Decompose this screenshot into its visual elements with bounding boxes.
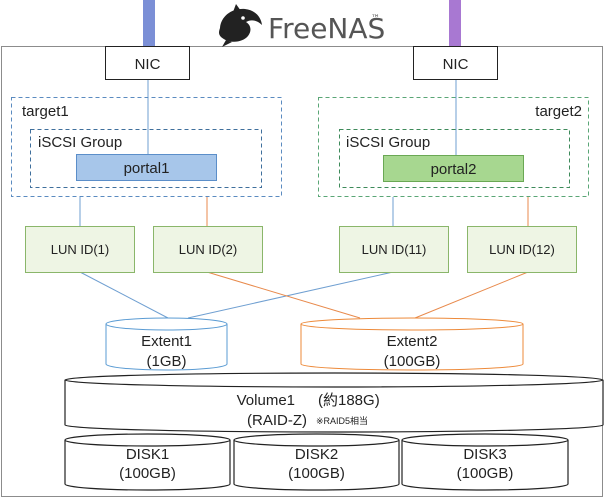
freenas-logo: FreeNAS ™: [219, 4, 385, 47]
portal1-label: portal1: [124, 160, 170, 177]
link-lun11-extent1: [187, 271, 394, 319]
nic1-box: NIC: [105, 46, 190, 80]
target2-box: target2 iSCSI Group portal2: [318, 97, 589, 197]
link-lun2-extent2: [206, 271, 361, 319]
target1-box: target1 iSCSI Group portal1: [11, 97, 282, 197]
target1-iscsi-group: iSCSI Group: [30, 129, 262, 188]
lun-box: LUN ID(11): [339, 226, 449, 273]
volume1-capacity: (約188G): [318, 392, 380, 409]
target1-group-label: iSCSI Group: [38, 134, 122, 151]
disk1-cylinder: DISK1 (100GB): [64, 433, 231, 491]
volume1-cylinder: Volume1 (約188G) (RAID-Z) ※RAID5相当: [64, 372, 604, 433]
shark-logo-icon: [219, 4, 262, 47]
volume1-note: ※RAID5相当: [316, 415, 368, 426]
link-lun1-extent1: [79, 271, 169, 319]
disk2-size: (100GB): [288, 465, 345, 482]
nic1-port-bar: [143, 0, 155, 47]
lun-label: LUN ID(12): [489, 242, 555, 257]
lun-box: LUN ID(12): [467, 226, 577, 273]
target1-label: target1: [22, 103, 69, 120]
connector-lines: [79, 80, 529, 319]
disk1-name: DISK1: [126, 446, 169, 463]
target2-iscsi-group: iSCSI Group: [339, 129, 570, 188]
portal2-box: portal2: [383, 155, 524, 182]
disk3-name: DISK3: [463, 446, 506, 463]
disk2-name: DISK2: [295, 446, 338, 463]
extent2-size: (100GB): [384, 353, 441, 370]
volume1-raid: (RAID-Z): [247, 412, 307, 429]
nic2-label: NIC: [443, 56, 469, 73]
target2-group-label: iSCSI Group: [346, 134, 430, 151]
disk3-size: (100GB): [457, 465, 514, 482]
disk1-size: (100GB): [119, 465, 176, 482]
extent2-name: Extent2: [387, 333, 438, 350]
target2-label: target2: [535, 103, 582, 120]
lun-box: LUN ID(1): [25, 226, 135, 273]
link-lun12-extent2: [414, 271, 529, 319]
freenas-wordmark: FreeNAS: [268, 12, 385, 45]
nic2-port-bar: [449, 0, 461, 47]
nic2-box: NIC: [413, 46, 498, 80]
portal2-label: portal2: [431, 161, 477, 178]
extent2-cylinder: Extent2 (100GB): [300, 317, 524, 371]
freenas-trademark: ™: [371, 14, 380, 24]
lun-label: LUN ID(11): [362, 242, 427, 257]
lun-label: LUN ID(1): [51, 242, 110, 257]
disk2-cylinder: DISK2 (100GB): [233, 433, 400, 491]
lun-label: LUN ID(2): [179, 242, 238, 257]
extent1-size: (1GB): [146, 353, 186, 370]
disk3-cylinder: DISK3 (100GB): [401, 433, 569, 491]
volume1-name: Volume1: [237, 392, 295, 409]
lun-box: LUN ID(2): [153, 226, 263, 273]
extent1-name: Extent1: [141, 333, 192, 350]
portal1-box: portal1: [76, 154, 217, 181]
extent1-cylinder: Extent1 (1GB): [105, 317, 228, 371]
nic1-label: NIC: [135, 56, 161, 73]
